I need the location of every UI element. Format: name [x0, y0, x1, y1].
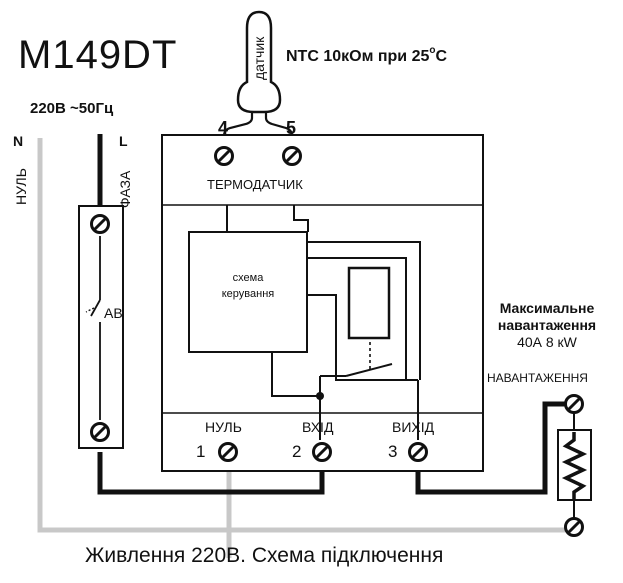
- pin-5-label: 5: [286, 118, 296, 138]
- terminal-2-name: ВХІД: [302, 419, 334, 435]
- neutral-wire: [37, 138, 565, 558]
- thermostat-device: ТЕРМОДАТЧИК схема керування НУЛЬ ВХІД ВИ…: [161, 134, 484, 472]
- control-label-1: схема: [233, 272, 265, 284]
- terminal-2-number: 2: [292, 442, 301, 461]
- diagram-caption: Живлення 220В. Схема підключення: [85, 544, 443, 567]
- phase-l-label: L: [119, 133, 128, 149]
- control-label-2: керування: [222, 288, 275, 300]
- phase-label: ФАЗА: [117, 170, 133, 208]
- terminal-3-name: ВИХІД: [392, 419, 435, 435]
- terminal-1-number: 1: [196, 442, 205, 461]
- neutral-n-label: N: [13, 133, 23, 149]
- load-label: НАВАНТАЖЕННЯ: [487, 371, 588, 385]
- max-load-line-2: навантаження: [498, 317, 596, 333]
- pin-4-label: 4: [218, 118, 228, 138]
- breaker-label: АВ: [104, 305, 123, 321]
- load-heater: [557, 394, 592, 537]
- sensor-label: датчик: [251, 36, 267, 80]
- supply-voltage: 220В ~50Гц: [30, 100, 114, 117]
- model-title: M149DT: [18, 33, 177, 77]
- max-load-line-3: 40А 8 кW: [517, 334, 578, 350]
- max-load-line-1: Максимальне: [500, 300, 595, 316]
- circuit-breaker: АВ: [78, 205, 124, 449]
- neutral-label: НУЛЬ: [13, 168, 29, 205]
- terminal-3-number: 3: [388, 442, 397, 461]
- sensor-spec: NTC 10кОм при 25oC: [286, 45, 447, 65]
- ntc-sensor: датчик NTC 10кОм при 25oC: [222, 10, 447, 140]
- terminal-1-name: НУЛЬ: [205, 419, 242, 435]
- thermosensor-label: ТЕРМОДАТЧИК: [207, 177, 303, 192]
